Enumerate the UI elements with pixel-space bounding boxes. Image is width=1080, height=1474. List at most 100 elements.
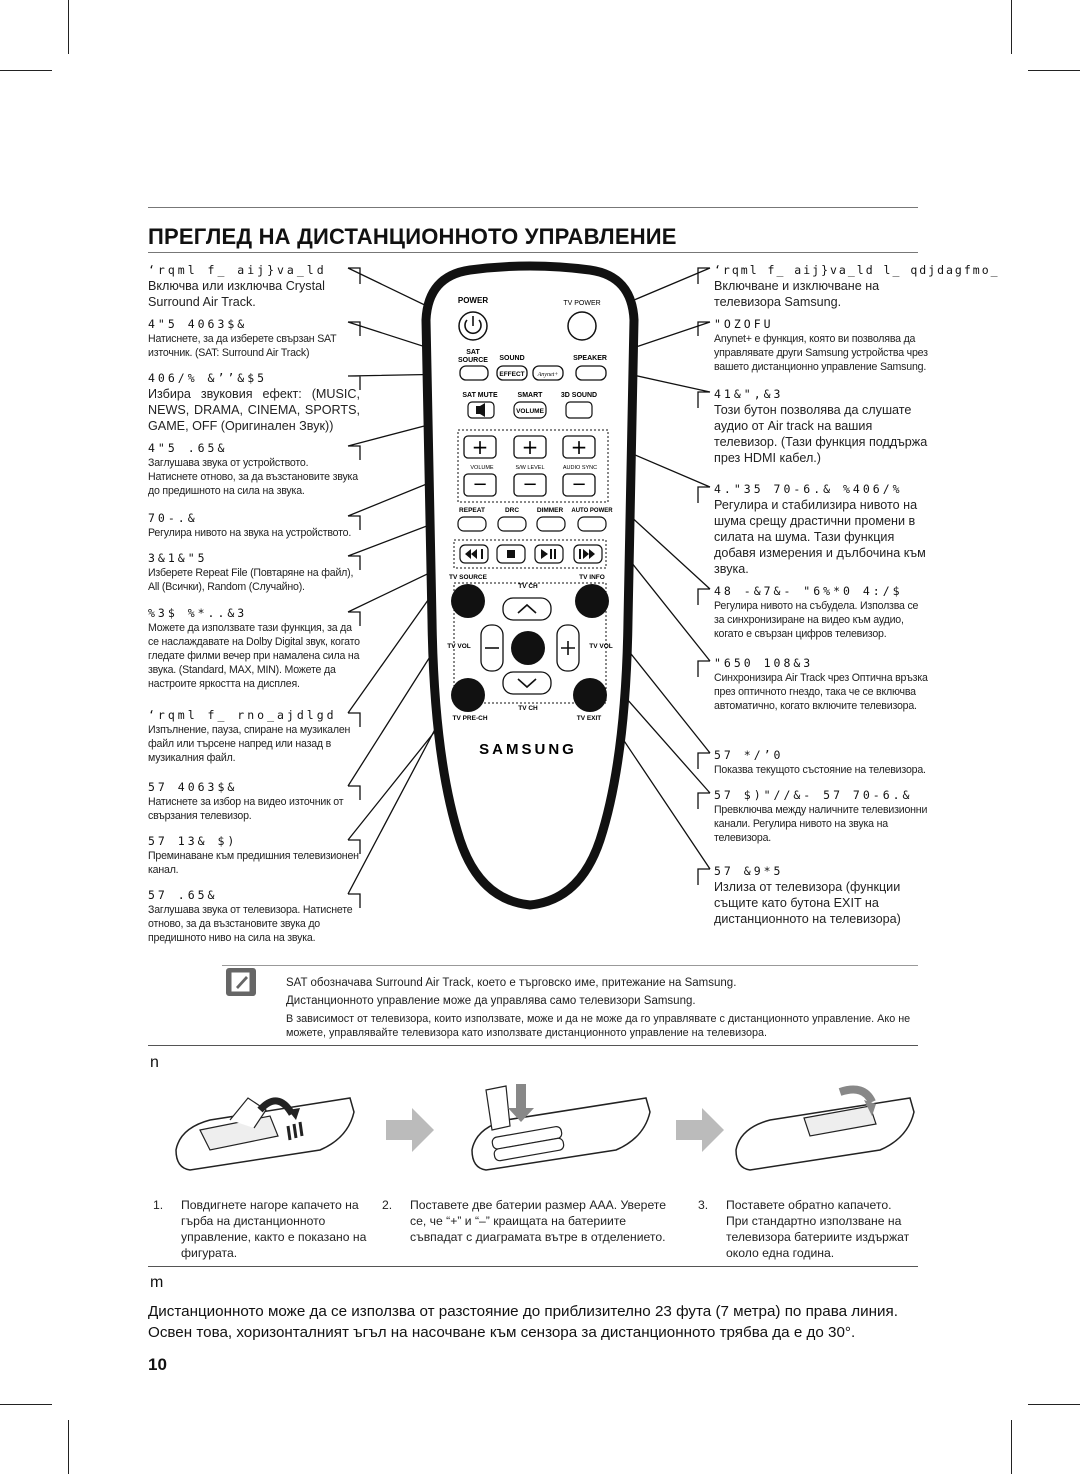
repeat-button[interactable] [457, 516, 487, 532]
speaker-label: SPEAKER [573, 355, 607, 362]
callout-desc: Заглушава звука от устройството. Натисне… [148, 457, 358, 497]
battery-section-heading: n [150, 1054, 159, 1071]
smart-volume-label: VOLUME [516, 408, 544, 415]
callout-heading: 41&",&3 [714, 387, 784, 401]
callout-tv-pre-ch: 57 13& $) Преминаване към предишния теле… [148, 834, 360, 877]
callout-heading: 48 -&7&- "6%*0 4:/$ [714, 584, 903, 598]
callout-desc: Превключва между наличните телевизионни … [714, 804, 928, 844]
mute-icon [476, 403, 485, 417]
notes-block: SAT обозначава Surround Air Track, което… [286, 976, 926, 1040]
callout-desc: Регулира и стабилизира нивото на шума ср… [714, 498, 926, 576]
tv-control-frame [453, 582, 607, 704]
effect-label: EFFECT [499, 371, 524, 378]
page-title: ПРЕГЛЕД НА ДИСТАНЦИОННОТО УПРАВЛЕНИЕ [148, 224, 677, 249]
callout-tv-source: 57 4063$& Натиснете за избор на видео из… [148, 780, 360, 823]
crop-mark [0, 1404, 52, 1405]
callout-desc: Излиза от телевизора (функции същите кат… [714, 880, 901, 926]
notes-rule [222, 965, 918, 966]
callout-heading: 4"5 .65& [148, 441, 228, 455]
3d-sound-label: 3D SOUND [561, 392, 597, 399]
callout-desc: Натиснете за избор на видео източник от … [148, 796, 344, 822]
crop-mark [1011, 1420, 1012, 1474]
callout-speaker: 41&",&3 Този бутон позволява да слушате … [714, 387, 930, 466]
remote-outline [421, 261, 639, 910]
tv-info-label: TV INFO [579, 574, 605, 581]
arrow-right-icon [676, 1108, 724, 1152]
battery-section-rule [148, 1045, 918, 1046]
samsung-logo: SAMSUNG [479, 741, 577, 758]
callout-heading: 57 $)"//&- 57 70-6.& [714, 788, 913, 802]
volume-group-frame [457, 429, 609, 503]
volume-small-label: VOLUME [470, 465, 494, 471]
tv-ch-label: TV CH [518, 583, 538, 590]
3d-sound-button[interactable] [565, 401, 593, 419]
anynet-logo: Anynet+ [537, 372, 559, 378]
callout-desc: Този бутон позволява да слушате аудио от… [714, 403, 928, 465]
battery-illustration-1 [175, 1097, 355, 1171]
tv-info-button[interactable] [575, 584, 609, 618]
power-icon [464, 319, 482, 335]
repeat-label: REPEAT [459, 507, 485, 514]
callout-desc: Регулира нивото на събудела. Използва се… [714, 600, 919, 640]
plus-icon: + [522, 435, 539, 459]
audio-sync-down-button[interactable] [562, 473, 596, 497]
step-text: Поставете две батерии размер AAA. Уверет… [410, 1198, 667, 1244]
battery-illustration-3 [735, 1085, 915, 1171]
smart-volume-button[interactable] [513, 401, 547, 419]
forward-icon [579, 549, 595, 559]
smart-label: SMART [518, 392, 544, 399]
tv-source-button[interactable] [451, 584, 485, 618]
effect-button[interactable] [496, 365, 528, 381]
crop-mark [0, 70, 52, 71]
play-pause-button[interactable] [534, 544, 564, 564]
volume-up-button[interactable] [463, 435, 497, 459]
callout-heading: 57 &9*5 [714, 864, 784, 878]
callout-desc: Избира звуковия ефект: (MUSIC, NEWS, DRA… [148, 387, 360, 433]
sat-source-button[interactable] [459, 365, 489, 381]
callout-sw-audio-sync: 48 -&7&- "6%*0 4:/$ Регулира нивото на с… [714, 584, 930, 641]
callout-desc: Заглушава звука от телевизора. Натиснете… [148, 904, 353, 944]
page-number: 10 [148, 1355, 167, 1374]
volume-down-button[interactable] [463, 473, 497, 497]
callout-desc: Преминаване към предишния телевизионен к… [148, 850, 359, 876]
callout-sat-source: 4"5 4063$& Натиснете, за да изберете свъ… [148, 317, 360, 360]
callout-desc: Регулира нивото на звука на устройството… [148, 527, 352, 539]
callout-heading: ‘rqml f_ aij}va_ld l_ qdjdagfmo_ [714, 263, 1000, 277]
callout-tv-exit: 57 &9*5 Излиза от телевизора (функции съ… [714, 864, 930, 927]
sw-level-up-button[interactable] [513, 435, 547, 459]
tv-mute-button[interactable] [511, 631, 545, 665]
anynet-button[interactable] [532, 365, 564, 381]
crop-mark [1011, 0, 1012, 54]
tv-ch-up-button[interactable] [502, 597, 552, 621]
source-label: SOURCE [458, 357, 488, 364]
audio-sync-up-button[interactable] [562, 435, 596, 459]
drc-button[interactable] [497, 516, 527, 532]
speaker-button[interactable] [575, 365, 607, 381]
callout-heading: 406/% &’’&$5 [148, 371, 268, 385]
tv-ch-down-button[interactable] [502, 671, 552, 695]
step-text: Поставете обратно капачето. При стандарт… [726, 1198, 910, 1260]
callout-heading: ‘rqml f_ rno_ajdlgd [148, 708, 337, 722]
tv-exit-button[interactable] [573, 678, 607, 712]
crop-mark [1028, 70, 1080, 71]
callout-heading: 4."35 70-6.& %406/% [714, 482, 903, 496]
play-pause-icon [541, 549, 556, 559]
tv-power-button[interactable] [567, 311, 597, 341]
crop-mark [1028, 1404, 1080, 1405]
callout-heading: 3&1&"5 [148, 551, 208, 565]
auto-power-button[interactable] [577, 516, 607, 532]
range-text: Дистанционното може да се използва от ра… [148, 1303, 898, 1341]
crop-mark [68, 1420, 69, 1474]
callout-anynet: "OZOFU Anynet+ е функция, която ви позво… [714, 317, 930, 374]
minus-icon: − [522, 474, 537, 495]
plus-icon: + [571, 435, 588, 459]
callout-desc: Включване и изключване на телевизора Sam… [714, 279, 880, 309]
sw-level-down-button[interactable] [513, 473, 547, 497]
range-section-rule [148, 1266, 918, 1267]
dimmer-button[interactable] [536, 516, 566, 532]
callout-desc: Изпълнение, пауза, спиране на музикален … [148, 724, 351, 764]
callout-tv-info: 57 */’0 Показва текущото състояние на те… [714, 748, 930, 777]
tv-pre-ch-button[interactable] [451, 678, 485, 712]
callout-desc: Изберете Repeat File (Повтаряне на файл)… [148, 567, 354, 593]
callout-heading: 57 13& $) [148, 834, 238, 848]
